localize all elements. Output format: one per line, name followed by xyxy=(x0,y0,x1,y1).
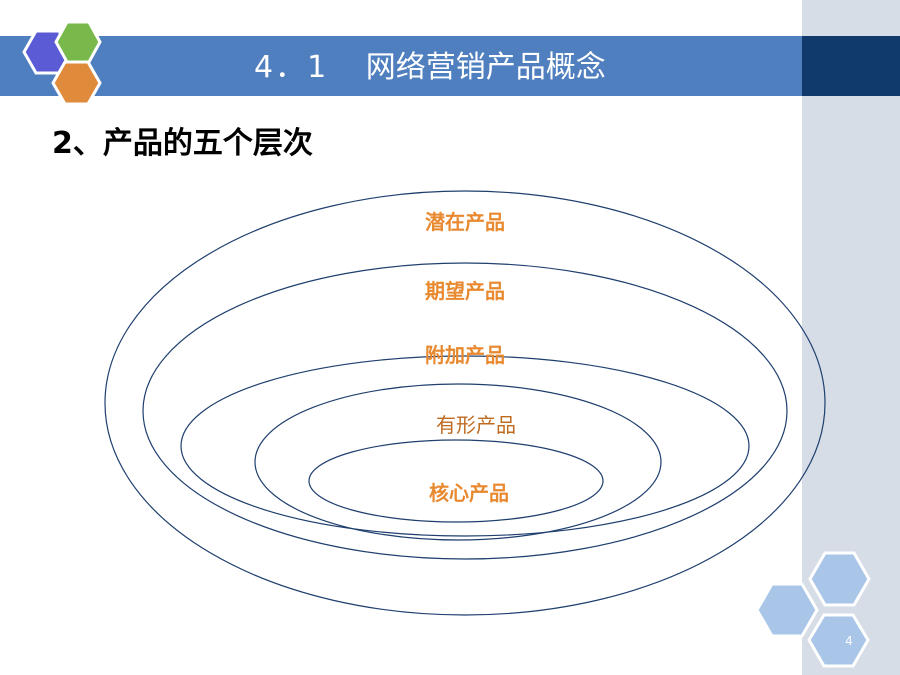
deco-hexagon-top-icon xyxy=(808,551,871,607)
label-augmented-product: 附加产品 xyxy=(425,343,505,367)
label-potential-product: 潜在产品 xyxy=(425,210,505,234)
hexagon-logo xyxy=(22,22,102,106)
label-tangible-product: 有形产品 xyxy=(436,413,516,437)
title-bar xyxy=(0,36,802,96)
ellipse-expected-product xyxy=(142,262,788,560)
orange-hexagon-icon xyxy=(51,60,102,106)
ellipse-augmented-product xyxy=(180,355,750,537)
label-expected-product: 期望产品 xyxy=(425,279,505,303)
section-number: 4．1 xyxy=(254,50,329,85)
title-bar-dark-block xyxy=(802,36,900,96)
page-number: 4 xyxy=(845,634,853,648)
ellipse-potential-product xyxy=(104,190,826,616)
title-label: 网络营销产品概念 xyxy=(365,50,606,85)
label-core-product: 核心产品 xyxy=(429,481,509,505)
ellipse-core-product xyxy=(308,439,604,523)
decorative-hexagons xyxy=(755,551,871,668)
page-title: 4．1 网络营销产品概念 xyxy=(254,46,606,90)
ellipse-tangible-product xyxy=(254,383,662,541)
deco-hexagon-left-icon xyxy=(755,582,819,638)
section-subtitle: 2、产品的五个层次 xyxy=(52,126,313,161)
deco-hexagon-bottom-icon xyxy=(807,613,870,668)
